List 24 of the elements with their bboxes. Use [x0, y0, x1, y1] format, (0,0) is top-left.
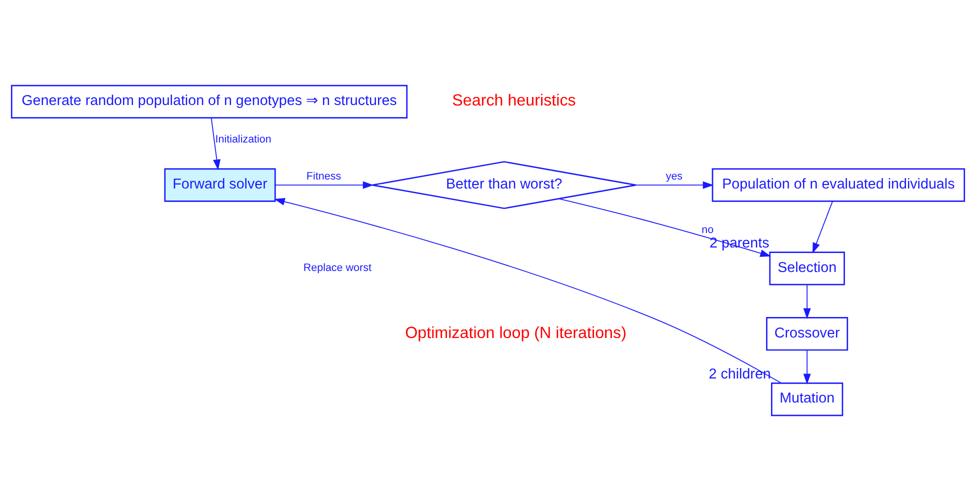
arrow — [803, 284, 811, 320]
node-box: Selection — [769, 252, 845, 286]
node-box: Forward solver — [164, 168, 276, 202]
node-diamond: Better than worst? — [372, 161, 637, 210]
node-box: Mutation — [771, 382, 844, 416]
arrow — [210, 118, 220, 170]
node-label: 2 parents — [710, 236, 770, 252]
arrow — [803, 350, 811, 384]
node-label: 2 children — [708, 366, 771, 382]
arrow — [275, 181, 374, 189]
edge-label: Initialization — [215, 134, 272, 146]
label: Replace worst — [303, 262, 372, 274]
edge-label: yes — [666, 170, 683, 182]
arrow — [274, 198, 782, 384]
node-box: Population of n evaluated individuals — [712, 168, 966, 202]
edge-label: no — [702, 224, 714, 236]
arrow — [636, 181, 714, 189]
edge-label: Fitness — [306, 170, 342, 182]
label: Search heuristics — [452, 92, 576, 110]
node-box: Crossover — [766, 317, 848, 351]
node-box: Generate random population of n genotypes ⇒ n structures — [10, 84, 408, 119]
label: Optimization loop (N iterations) — [405, 324, 626, 342]
arrow — [558, 198, 771, 257]
arrow — [812, 200, 833, 254]
